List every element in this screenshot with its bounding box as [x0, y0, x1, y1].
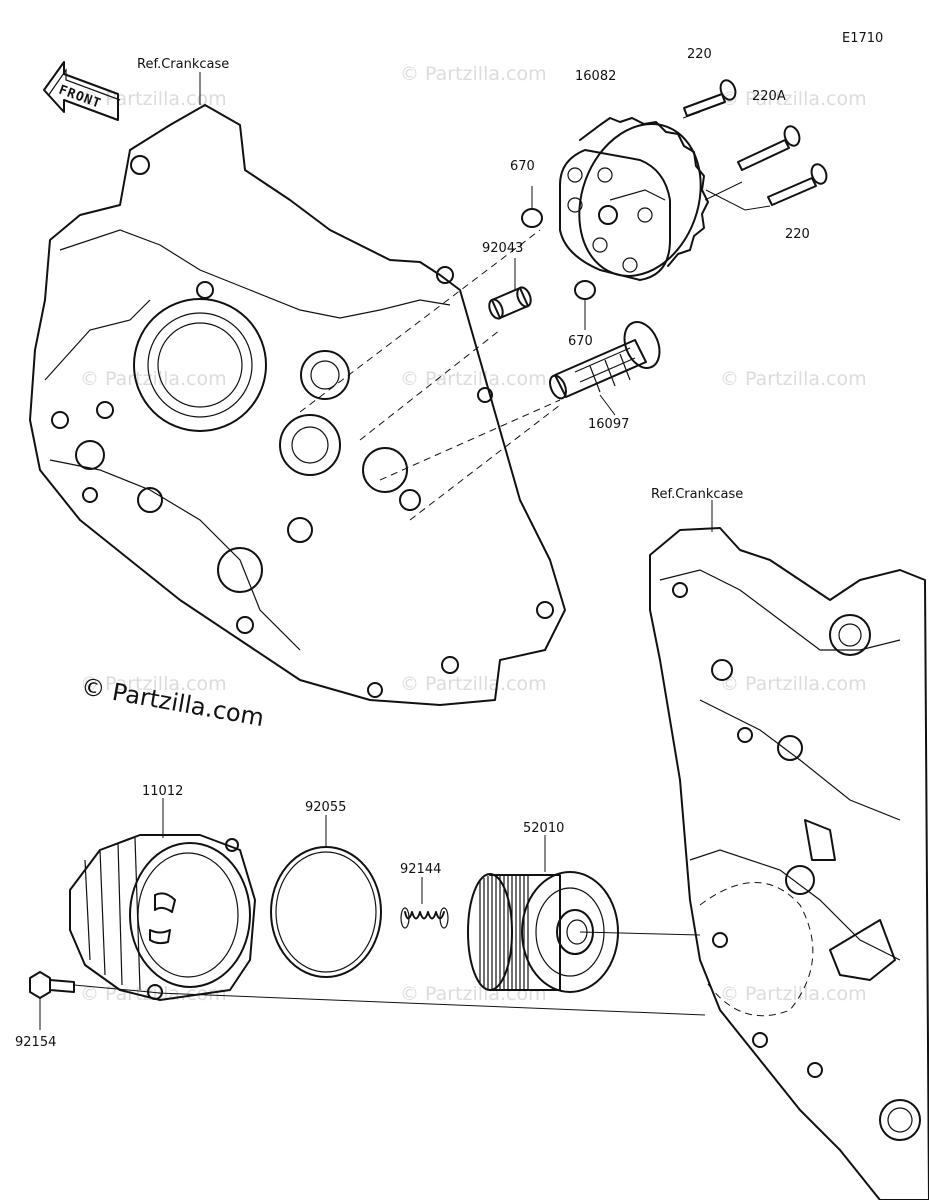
- oil-filter-cover-11012: [69, 834, 256, 1001]
- o-ring-670-top: [521, 208, 543, 228]
- label-16082: 16082: [575, 69, 616, 84]
- watermark: © Partzilla.com: [400, 368, 547, 390]
- dowel-92043: [488, 286, 532, 320]
- label-11012: 11012: [142, 784, 183, 799]
- watermark: © Partzilla.com: [80, 673, 227, 695]
- oil-strainer-16097: [549, 321, 661, 400]
- label-220a: 220A: [752, 89, 786, 104]
- label-670-top: 670: [510, 159, 535, 174]
- oil-pump-16082: [559, 117, 709, 281]
- o-ring-670-bottom: [574, 280, 596, 300]
- watermark: © Partzilla.com: [80, 368, 227, 390]
- label-52010: 52010: [523, 821, 564, 836]
- bolt-220-top: [683, 79, 737, 117]
- watermark: © Partzilla.com: [720, 983, 867, 1005]
- crankcase-left: [29, 104, 566, 706]
- watermark: © Partzilla.com: [400, 63, 547, 85]
- front-arrow-icon: FRONT: [43, 61, 121, 121]
- watermark-layer: © Partzilla.com © Partzilla.com © Partzi…: [80, 63, 867, 1005]
- diagram-code: E1710: [842, 31, 883, 46]
- watermark: © Partzilla.com: [720, 88, 867, 110]
- label-220-bottom: 220: [785, 227, 810, 242]
- label-92144: 92144: [400, 862, 441, 877]
- label-670-bottom: 670: [568, 334, 593, 349]
- label-92043: 92043: [482, 241, 523, 256]
- ref-crankcase-right: Ref.Crankcase: [651, 487, 743, 502]
- watermark: © Partzilla.com: [720, 673, 867, 695]
- o-ring-92055: [270, 846, 382, 978]
- label-92055: 92055: [305, 800, 346, 815]
- ref-crankcase-top: Ref.Crankcase: [137, 57, 229, 72]
- spring-92144: [400, 907, 449, 929]
- part-labels: 220 220A 220 16082 670 670 92043 16097 1…: [15, 47, 810, 1050]
- bolt-220-bottom: [767, 163, 828, 206]
- crankcase-right: [649, 527, 929, 1201]
- watermark: © Partzilla.com: [400, 983, 547, 1005]
- watermark: © Partzilla.com: [400, 673, 547, 695]
- label-16097: 16097: [588, 417, 629, 432]
- bolt-92154: [29, 971, 75, 999]
- bolt-220a: [737, 125, 801, 171]
- label-92154: 92154: [15, 1035, 56, 1050]
- watermark: © Partzilla.com: [720, 368, 867, 390]
- label-220-top: 220: [687, 47, 712, 62]
